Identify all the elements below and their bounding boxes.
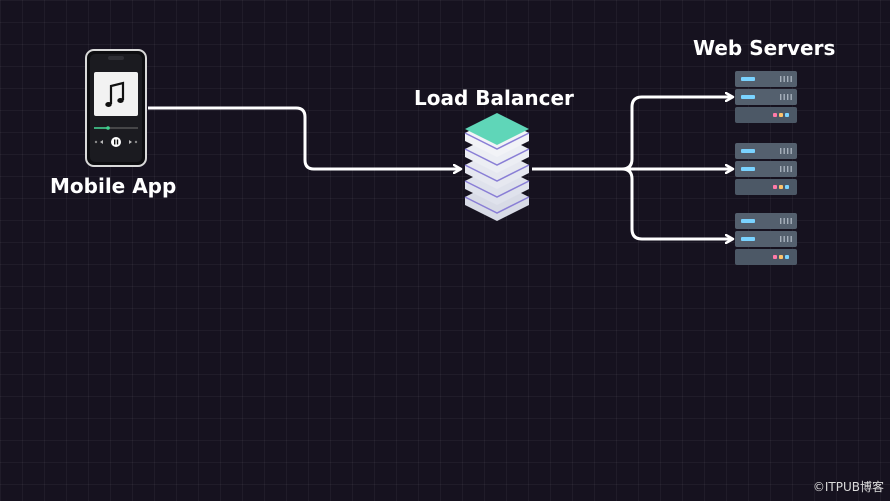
arrow-mobile-to-balancer: [148, 106, 461, 169]
server-icon: [735, 213, 797, 265]
watermark: ©ITPUB博客: [812, 480, 884, 494]
load-balancer-label: Load Balancer: [414, 86, 574, 110]
web-servers-label: Web Servers: [693, 36, 836, 60]
server-icon: [735, 71, 797, 123]
phone-icon: [85, 49, 147, 167]
music-note-icon: [105, 81, 125, 107]
arrow-balancer-to-server-3: [532, 167, 733, 239]
server-icon: [735, 143, 797, 195]
load-balancer-icon: [464, 113, 530, 221]
mobile-app-label: Mobile App: [50, 174, 177, 198]
